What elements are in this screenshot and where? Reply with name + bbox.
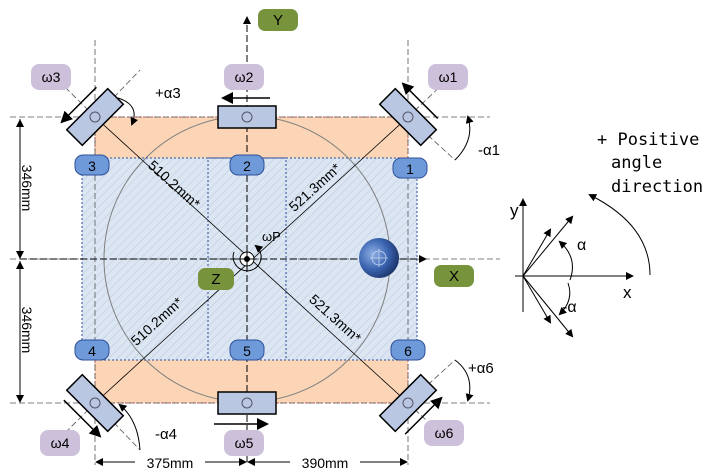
legend-title-line3: direction: [611, 177, 703, 197]
station-3-label: 3: [88, 158, 96, 174]
height-bottom-label: 346mm: [19, 307, 35, 354]
wheel-4: [63, 373, 125, 438]
width-left-label: 375mm: [147, 455, 194, 471]
wheel-label-w6: ω6: [424, 420, 464, 446]
wheel-3: [60, 86, 125, 147]
wheel-label-w2-text: ω2: [235, 69, 254, 85]
legend-y-label: y: [510, 201, 519, 220]
center-crosshair-icon: [232, 244, 264, 272]
ball-icon: [359, 238, 399, 278]
station-1-label: 1: [406, 161, 414, 177]
y-axis-label: Y: [258, 9, 298, 31]
wheel-1: [378, 82, 439, 147]
angle-arc-alpha1: [454, 115, 474, 161]
station-4: 4: [74, 339, 110, 361]
wheel-label-w5: ω5: [224, 430, 264, 456]
legend-title-line2: angle: [611, 153, 662, 173]
legend-alpha-neg: -α: [562, 299, 577, 316]
wheel-label-w5-text: ω5: [235, 435, 254, 451]
station-6: 6: [390, 339, 426, 361]
x-axis-label: X: [434, 265, 474, 287]
wheel-label-w3-text: ω3: [42, 69, 61, 85]
wheel-label-w4: ω4: [40, 430, 80, 456]
z-axis-label: Z: [198, 268, 234, 290]
z-axis-label-text: Z: [211, 271, 220, 288]
angle-alpha6: +α6: [468, 360, 494, 377]
angle-arc-alpha3: [117, 97, 139, 126]
wheel-label-w1-text: ω1: [439, 69, 458, 85]
wheel-5: [214, 391, 277, 430]
station-5-label: 5: [243, 343, 251, 359]
angle-alpha4: -α4: [155, 426, 177, 443]
legend-alpha-pos: α: [577, 237, 586, 254]
width-right-label: 390mm: [302, 455, 349, 471]
y-axis-label-text: Y: [273, 12, 283, 29]
angle-arc-alpha4: [118, 403, 141, 451]
omega-p-label: ωP: [262, 229, 281, 244]
station-3: 3: [74, 154, 110, 176]
station-2-label: 2: [243, 158, 251, 174]
wheel-2: [217, 92, 277, 129]
angle-arc-alpha6: [454, 359, 474, 402]
station-2: 2: [229, 154, 265, 176]
legend-title-line1: + Positive: [597, 130, 699, 150]
angle-alpha1: -α1: [478, 142, 500, 159]
wheel-label-w1: ω1: [428, 64, 468, 90]
height-top-label: 346mm: [19, 165, 35, 212]
wheel-label-w6-text: ω6: [435, 425, 454, 441]
legend-x-label: x: [623, 283, 632, 302]
wheel-label-w3: ω3: [31, 64, 71, 90]
station-5: 5: [229, 339, 265, 361]
angle-alpha3: +α3: [155, 85, 181, 102]
wheel-label-w4-text: ω4: [51, 435, 70, 451]
wheel-6: [378, 373, 443, 435]
station-4-label: 4: [88, 343, 96, 359]
station-1: 1: [392, 157, 428, 179]
x-axis-label-text: X: [449, 268, 459, 285]
wheel-label-w2: ω2: [224, 64, 264, 90]
legend: + Positive angle direction y x α -α: [510, 130, 703, 338]
station-6-label: 6: [404, 343, 412, 359]
legend-curve-arrow: [588, 194, 651, 276]
